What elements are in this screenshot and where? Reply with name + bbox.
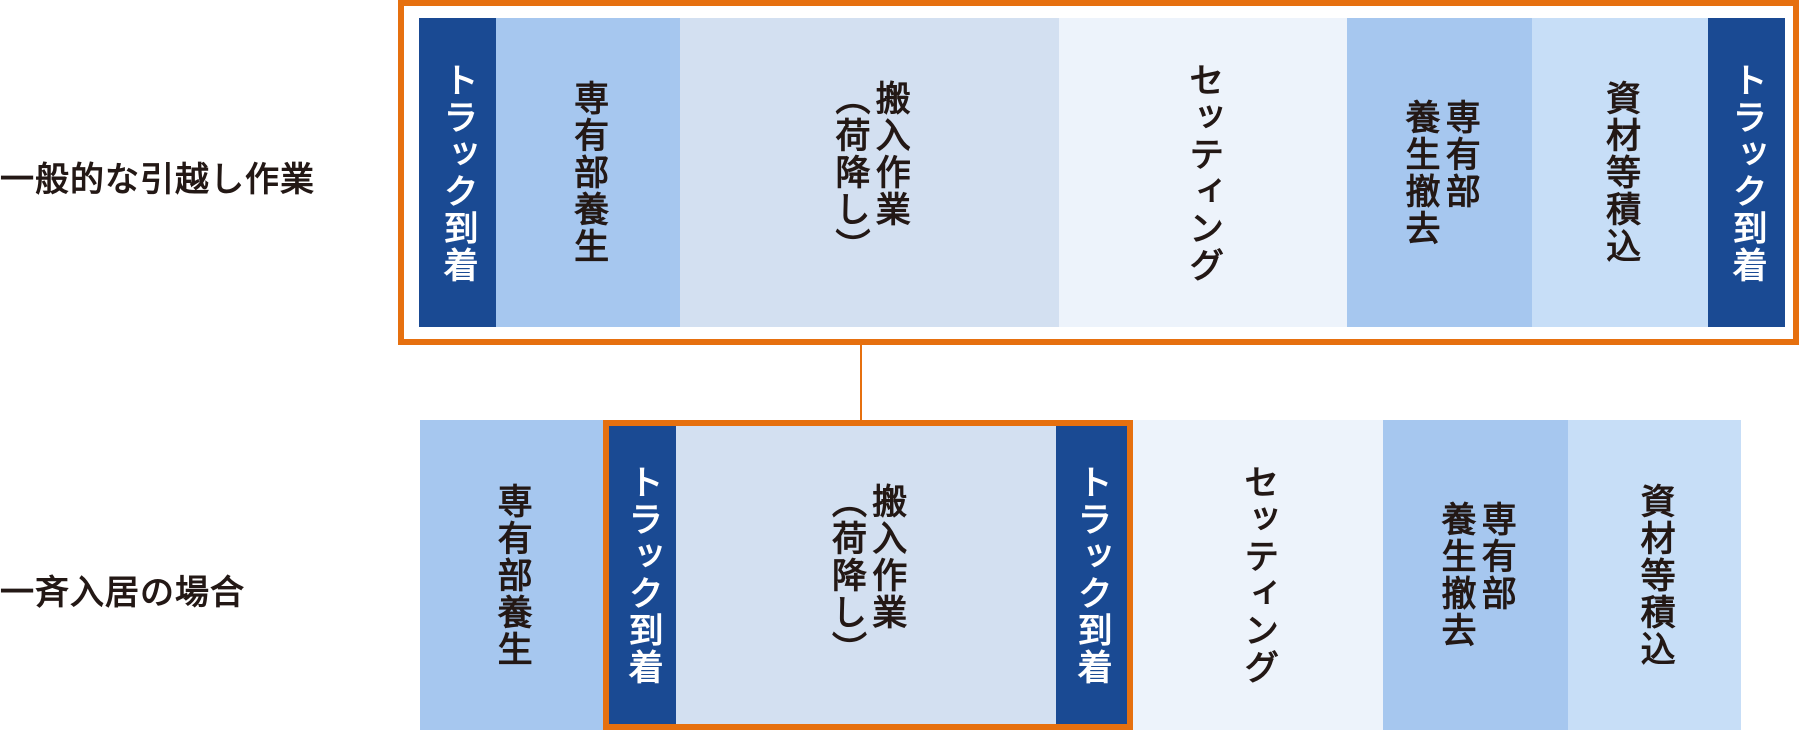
segment-label: 専有部養生 [568, 80, 609, 265]
row-label-general: 一般的な引越し作業 [0, 160, 315, 200]
segment-label: 専有部養生 [491, 482, 532, 668]
segment-truck-arrival-end: トラック到着 [1056, 426, 1127, 724]
segment-truck-arrival-end: トラック到着 [1708, 18, 1785, 327]
segment-label: トラック到着 [437, 61, 478, 284]
segment-setting: セッティング [1133, 420, 1383, 730]
segment-protection-removal: 専有部 養生撤去 [1347, 18, 1532, 327]
segment-material-loading: 資材等積込 [1568, 420, 1741, 730]
segment-setting: セッティング [1059, 18, 1347, 327]
segment-label: 専有部 養生撤去 [1435, 501, 1516, 649]
segment-label: セッティング [1238, 464, 1279, 686]
simultaneous-truck-frame [603, 420, 1133, 730]
segment-label: 資材等積込 [1634, 482, 1675, 668]
row-label-simultaneous: 一斉入居の場合 [0, 573, 245, 613]
segment-label: 専有部 養生撤去 [1399, 98, 1480, 247]
segment-truck-arrival-start: トラック到着 [609, 426, 676, 724]
general-process-frame [398, 0, 1799, 345]
segment-truck-arrival-start: トラック到着 [419, 18, 496, 327]
segment-unloading: 搬入作業 （荷降し） [680, 18, 1059, 327]
segment-unit-protection: 専有部養生 [496, 18, 680, 327]
segment-label: 搬入作業 （荷降し） [829, 80, 910, 265]
segment-label: 搬入作業 （荷降し） [826, 482, 907, 668]
segment-label: セッティング [1183, 61, 1224, 284]
connector-line [860, 345, 862, 420]
segment-protection-removal: 専有部 養生撤去 [1383, 420, 1568, 730]
segment-label: 資材等積込 [1600, 80, 1641, 265]
segment-unloading: 搬入作業 （荷降し） [676, 426, 1056, 724]
segment-label: トラック到着 [622, 464, 663, 686]
segment-label: トラック到着 [1726, 61, 1767, 284]
segment-unit-protection: 専有部養生 [420, 420, 603, 730]
segment-material-loading: 資材等積込 [1532, 18, 1708, 327]
segment-label: トラック到着 [1071, 464, 1112, 686]
